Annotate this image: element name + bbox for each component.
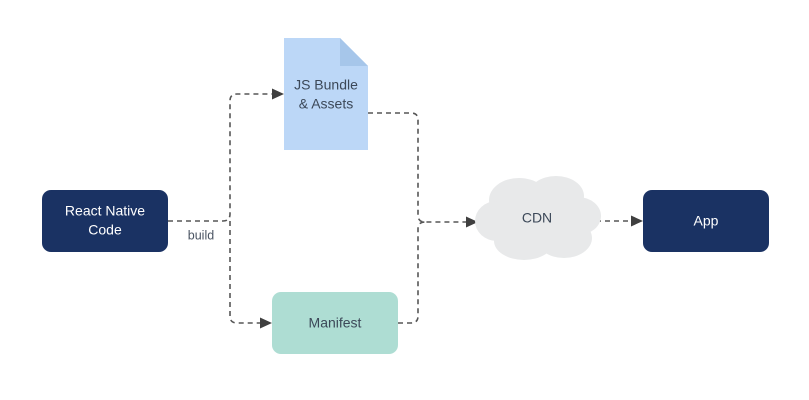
cdn-label: CDN (522, 210, 552, 226)
arrowhead-app (631, 215, 643, 227)
app-label: App (694, 213, 719, 229)
cdn-cloud-icon[interactable] (475, 176, 601, 260)
arrowhead-bundle (272, 88, 284, 100)
edge-code-to-manifest (229, 221, 260, 324)
node-js-bundle-assets[interactable]: JS Bundle & Assets (284, 38, 368, 150)
edge-bundle-to-cdn (368, 112, 466, 223)
react-native-code-box[interactable] (42, 190, 168, 252)
arrowhead-cdn (466, 216, 478, 228)
react-native-code-label-line2: Code (88, 222, 122, 238)
node-react-native-code[interactable]: React Native Code (42, 190, 168, 252)
edge-label-build: build (188, 228, 214, 242)
node-app[interactable]: App (643, 190, 769, 252)
react-native-code-label-line1: React Native (65, 203, 145, 219)
edge-code-to-bundle (168, 93, 272, 222)
node-manifest[interactable]: Manifest (272, 292, 398, 354)
js-bundle-label-line2: & Assets (299, 96, 353, 112)
app-box[interactable] (643, 190, 769, 252)
edge-group (168, 88, 643, 329)
edge-manifest-to-cdn (398, 221, 426, 324)
js-bundle-fold-corner-icon (340, 38, 368, 66)
arrowhead-manifest (260, 317, 272, 329)
manifest-label: Manifest (309, 315, 362, 331)
node-cdn[interactable]: CDN (475, 176, 601, 260)
manifest-box[interactable] (272, 292, 398, 354)
js-bundle-label-line1: JS Bundle (294, 77, 358, 93)
